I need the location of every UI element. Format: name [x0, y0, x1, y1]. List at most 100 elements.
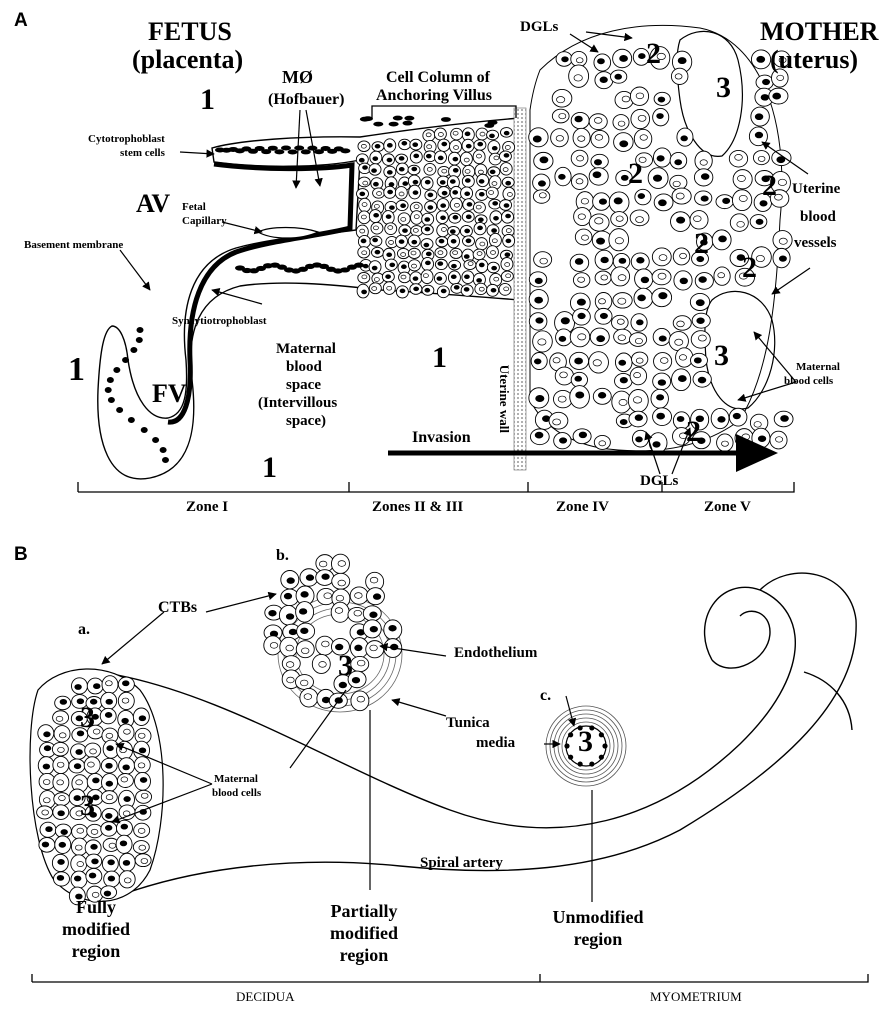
cell-nucleus — [453, 215, 458, 219]
cell-nucleus — [426, 252, 431, 256]
cell-nucleus — [594, 160, 601, 166]
myometrium-label: MYOMETRIUM — [650, 990, 742, 1004]
cell-nucleus — [338, 580, 346, 586]
cell-nucleus — [677, 321, 685, 327]
cell-nucleus — [423, 274, 428, 278]
cell-nucleus — [559, 438, 566, 444]
cell-nucleus — [506, 229, 511, 233]
label-c: c. — [540, 688, 551, 705]
cell-nucleus — [453, 191, 458, 195]
cell-nucleus — [352, 677, 360, 683]
cell-nucleus — [402, 229, 407, 233]
cell-nucleus — [676, 217, 684, 223]
nucleus-dot — [160, 447, 167, 453]
basement-membrane-label: Basement membrane — [24, 240, 123, 252]
cell-nucleus — [494, 277, 499, 281]
cell-nucleus — [122, 681, 129, 686]
nucleus-dot — [340, 148, 350, 153]
cell-nucleus — [428, 206, 433, 210]
cell-nucleus — [679, 355, 686, 361]
nucleus-dot — [288, 149, 298, 154]
panel-a-label: A — [14, 10, 28, 32]
cell-nucleus — [122, 718, 129, 723]
cell-nucleus — [322, 574, 330, 580]
cell-nucleus — [577, 299, 585, 305]
cell-nucleus — [503, 168, 508, 172]
region-2-a: 2 — [646, 38, 661, 70]
nucleus-dot — [113, 367, 120, 373]
nucleus-dot — [128, 417, 135, 423]
zone-1-label: Zone I — [186, 500, 228, 516]
cell-nucleus — [401, 253, 406, 257]
cell-nucleus — [389, 241, 394, 245]
cell-nucleus — [506, 214, 511, 218]
region-2-d: 2 — [694, 228, 709, 260]
cell-nucleus — [618, 275, 626, 281]
cell-nucleus — [636, 358, 643, 363]
cell-nucleus — [489, 191, 494, 195]
cell-nucleus — [74, 764, 81, 769]
cell-nucleus — [578, 277, 585, 282]
cell-nucleus — [468, 262, 473, 266]
zone-2-3-label: Zones II & III — [372, 500, 463, 516]
cell-nucleus — [538, 181, 545, 187]
cell-nucleus — [141, 793, 148, 798]
cell-nucleus — [694, 216, 702, 222]
cell-nucleus — [361, 144, 366, 148]
cell-nucleus — [675, 74, 682, 79]
cell-nucleus — [464, 255, 469, 259]
fv-label: FV — [152, 380, 187, 407]
av-label: AV — [136, 190, 170, 217]
cell-nucleus — [372, 169, 377, 173]
cell-nucleus — [536, 395, 544, 401]
cell-nucleus — [414, 287, 419, 291]
cell-nucleus — [598, 392, 606, 398]
cell-nucleus — [658, 380, 666, 386]
cell-nucleus — [105, 712, 112, 717]
cell-nucleus — [425, 218, 430, 222]
cell-nucleus — [450, 180, 455, 184]
maternal-blood-space-4: (Intervillous — [258, 396, 337, 412]
cell-nucleus — [479, 179, 484, 183]
cell-nucleus — [373, 594, 381, 600]
maternal-blood-cells-a-2: blood cells — [784, 376, 833, 388]
cell-nucleus — [616, 216, 623, 221]
cell-nucleus — [675, 339, 683, 345]
cell-nucleus — [620, 55, 628, 61]
cell-nucleus — [400, 289, 405, 293]
cell-nucleus — [413, 277, 418, 281]
cell-nucleus — [387, 170, 392, 174]
cell-nucleus — [442, 191, 447, 195]
cell-nucleus — [556, 135, 563, 141]
cell-nucleus — [426, 154, 431, 158]
nucleus-dot — [281, 146, 291, 151]
cell-nucleus — [718, 417, 726, 423]
cell-nucleus — [359, 158, 364, 162]
partially-label-2: modified — [304, 924, 424, 943]
cell-nucleus — [506, 274, 511, 278]
fetal-capillary-label-2: Capillary — [182, 216, 227, 228]
cell-nucleus — [465, 179, 470, 183]
cell-nucleus — [540, 258, 548, 264]
cell-nucleus — [773, 93, 781, 99]
cell-nucleus — [107, 746, 114, 751]
cell-nucleus — [76, 780, 83, 785]
cell-nucleus — [480, 242, 485, 246]
cell-nucleus — [338, 561, 346, 567]
cell-nucleus — [44, 746, 51, 751]
cell-nucleus — [355, 645, 363, 651]
cell-nucleus — [636, 217, 644, 223]
cell-nucleus — [453, 168, 458, 172]
cell-nucleus — [579, 432, 587, 438]
cell-nucleus — [93, 684, 100, 689]
nucleus-dot — [294, 146, 304, 151]
nucleus-dot — [162, 457, 169, 463]
spiral-artery-label: Spiral artery — [420, 856, 503, 872]
cell-nucleus — [676, 193, 684, 199]
cell-nucleus — [357, 660, 365, 666]
cell-nucleus — [596, 238, 604, 244]
spiral-artery-tail — [804, 672, 852, 730]
cell-nucleus — [505, 146, 510, 150]
region-1-label: 1 — [200, 84, 215, 116]
region-2-b: 2 — [628, 158, 643, 190]
